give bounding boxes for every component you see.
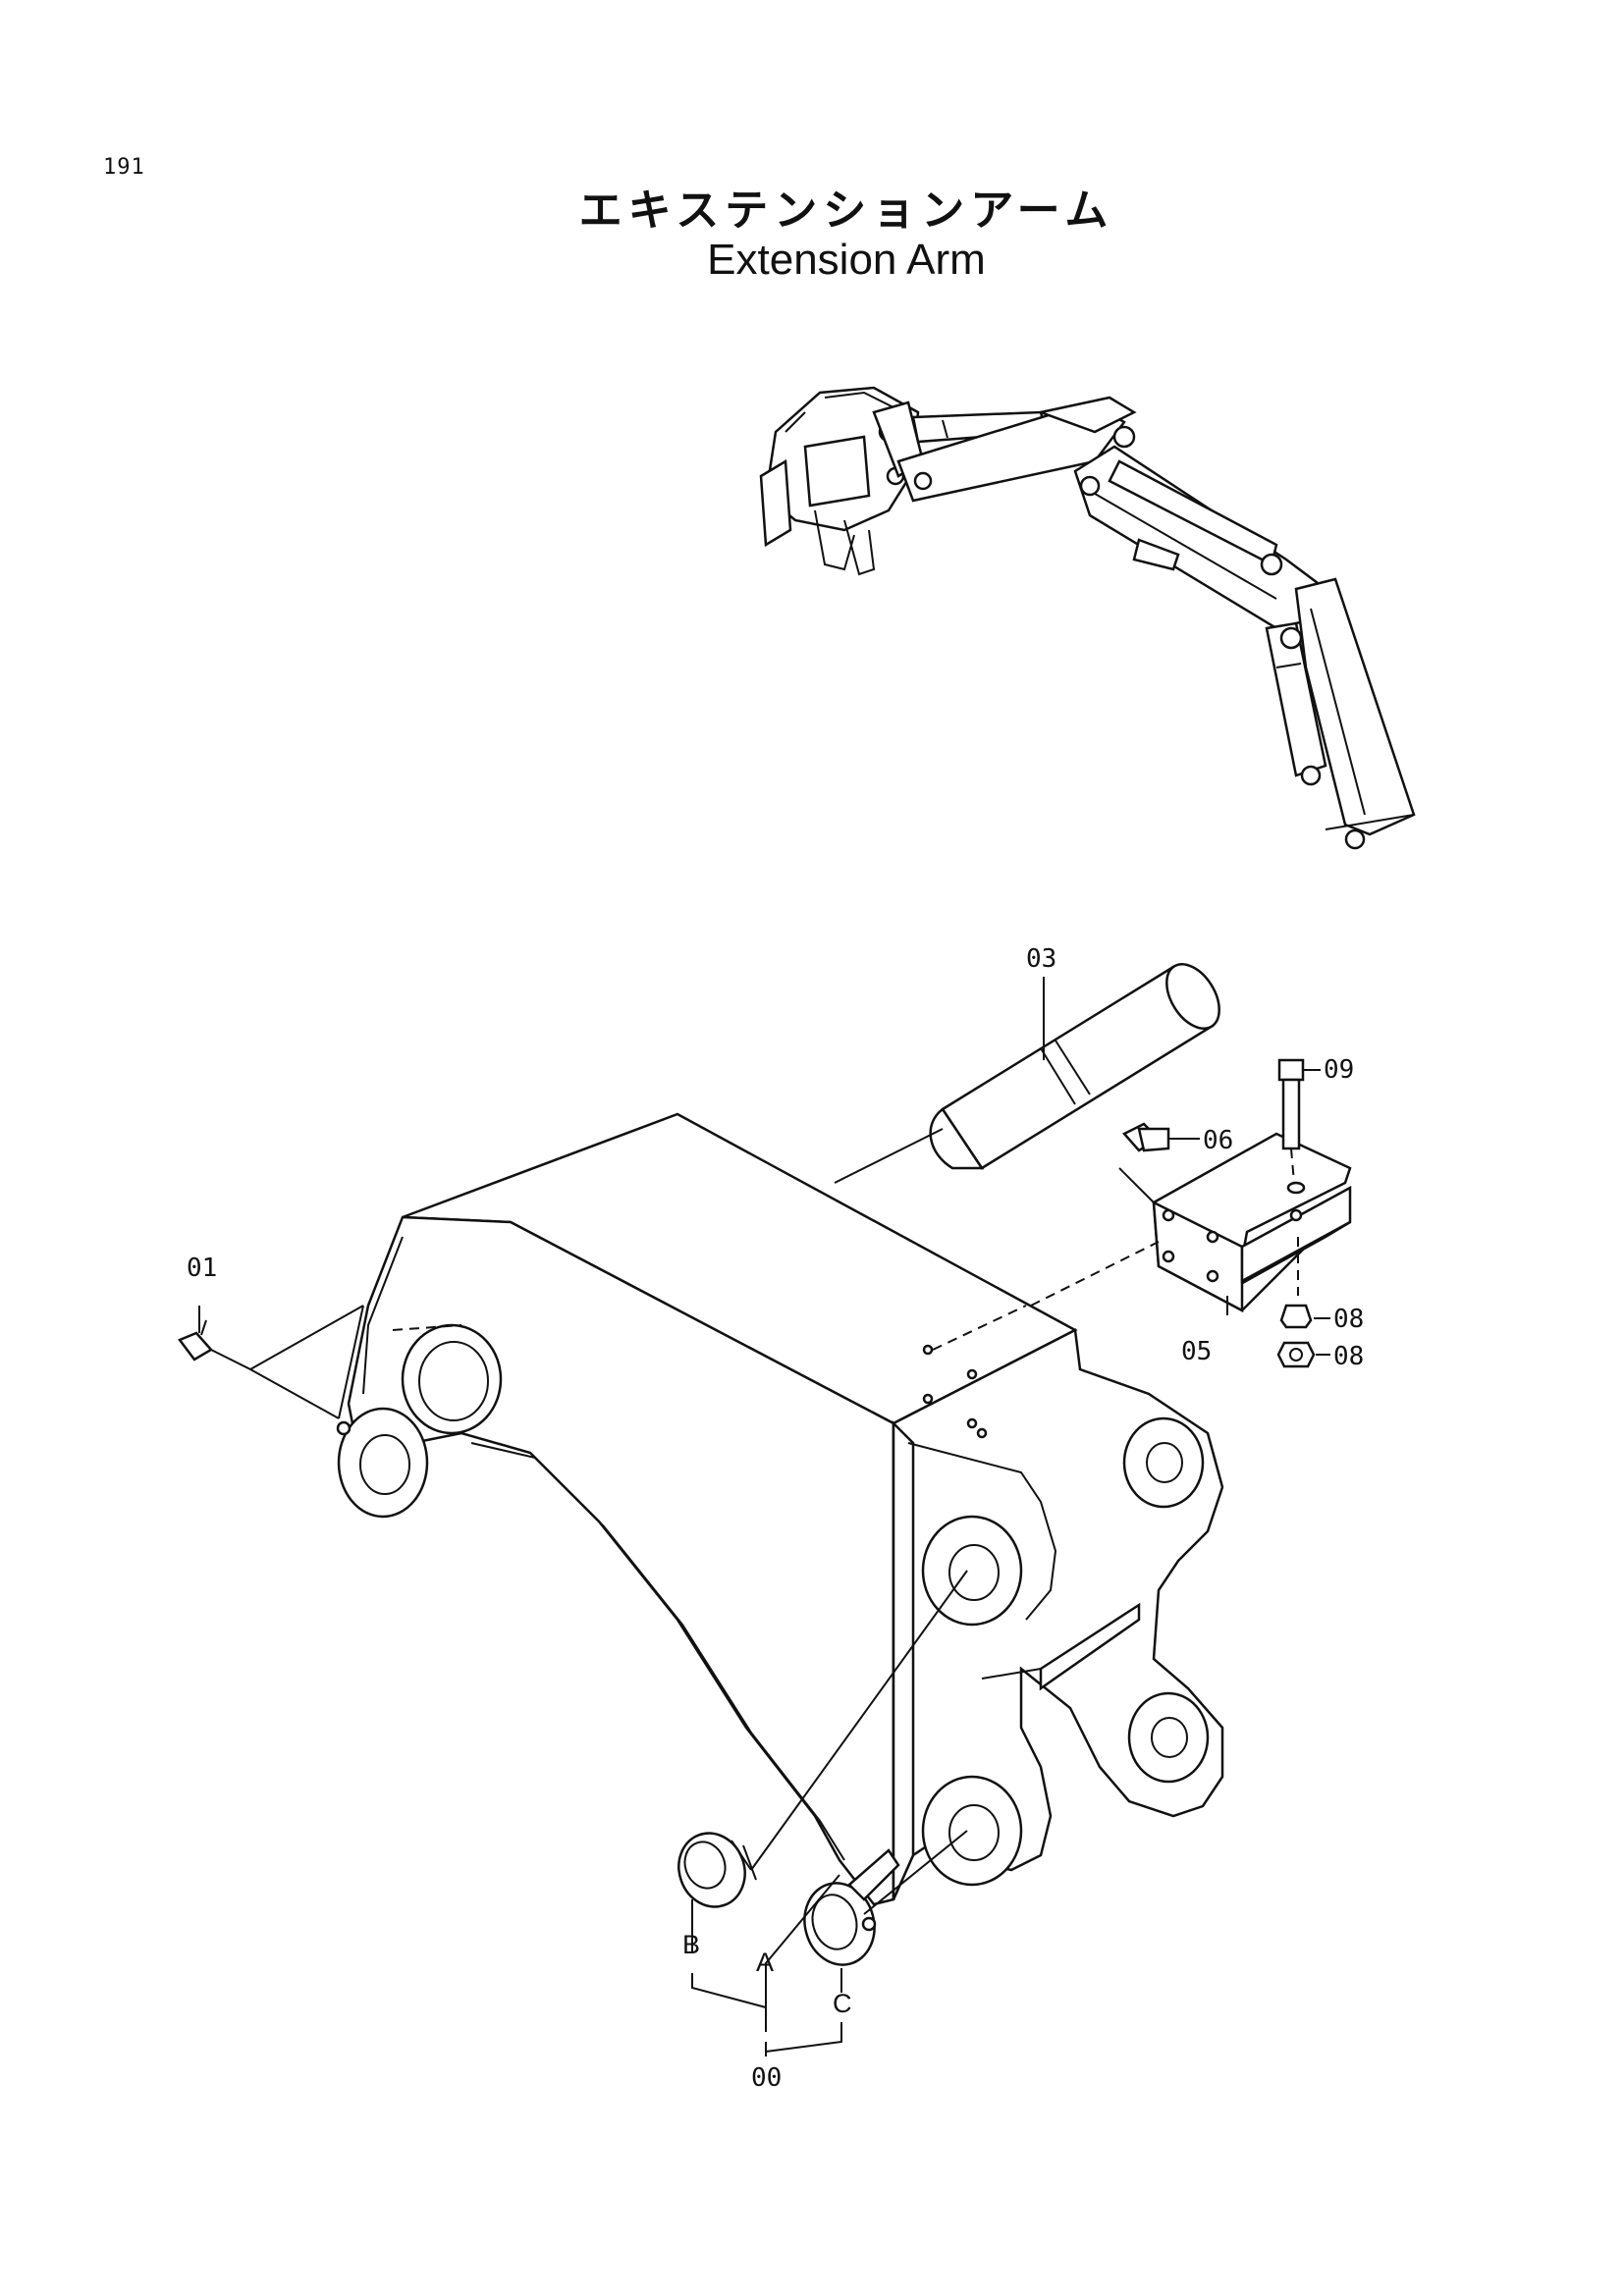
callout-01: 01 xyxy=(187,1254,217,1283)
callout-A: A xyxy=(756,1948,774,1977)
leader-lines xyxy=(198,977,1228,2056)
part-05-bracket xyxy=(1030,1132,1352,1313)
callout-09: 09 xyxy=(1324,1055,1354,1085)
callout-03: 03 xyxy=(1026,944,1056,974)
part-B-bushing xyxy=(677,1570,968,1908)
callout-05: 05 xyxy=(1181,1337,1212,1366)
part-08-nuts xyxy=(1276,1237,1330,1368)
title-english: Extension Arm xyxy=(707,236,986,284)
extension-arm-body xyxy=(336,1112,1224,1906)
callout-08-washer: 08 xyxy=(1333,1305,1364,1334)
callout-06: 06 xyxy=(1203,1126,1233,1155)
part-06-bolt xyxy=(1121,1122,1186,1152)
part-C-clamp xyxy=(803,1830,968,1966)
callout-00: 00 xyxy=(751,2063,782,2093)
callout-08-nut: 08 xyxy=(1333,1342,1364,1371)
part-03-pin xyxy=(834,963,1220,1184)
machine-overview-illustration xyxy=(759,386,1416,850)
page-number: 191 xyxy=(103,155,145,180)
callout-B: B xyxy=(682,1930,700,1959)
part-09-bolt xyxy=(1277,1058,1321,1195)
callout-C: C xyxy=(833,1989,852,2018)
part-01-grease-fitting xyxy=(178,1305,364,1419)
title-japanese: エキステンションアーム xyxy=(578,186,1114,236)
